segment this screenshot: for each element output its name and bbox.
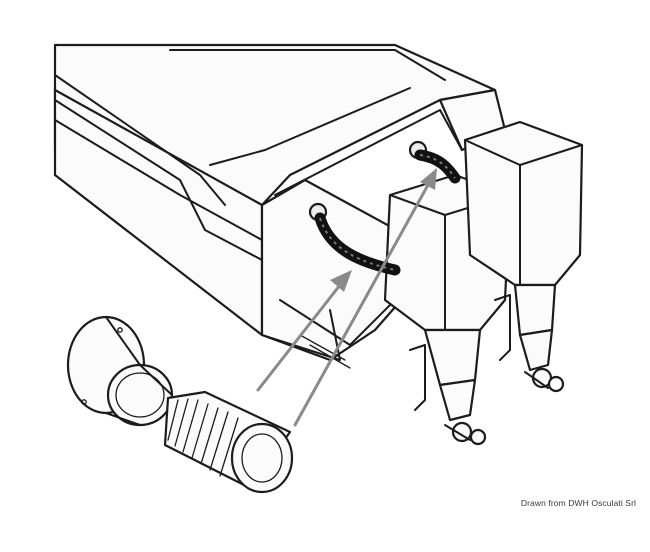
- arrow-to-upper-hose: [293, 183, 430, 427]
- arrowhead-upper: [420, 168, 437, 190]
- arrowhead-lower: [330, 270, 352, 292]
- outboard-motor-right: [463, 120, 584, 393]
- pointer-arrows: [256, 168, 437, 427]
- flange-fitting: [66, 315, 174, 427]
- corrugated-hose: [163, 390, 294, 494]
- source-credit: Drawn from DWH Osculati Srl: [520, 498, 636, 508]
- arrow-to-lower-hose: [256, 283, 342, 392]
